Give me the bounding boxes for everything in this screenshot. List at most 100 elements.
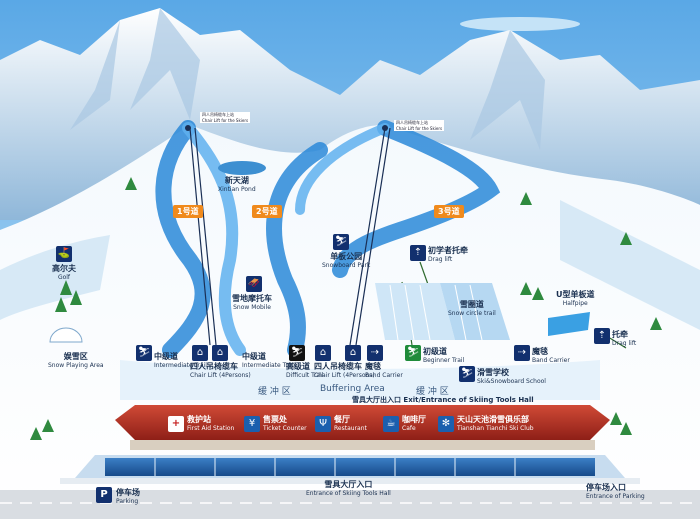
halfpipe-label: U型单板道 Halfpipe [556,290,595,307]
snow-play-label-en: Snow Playing Area [48,362,104,369]
band-carrier-mid-icon[interactable]: ⇢ [367,345,383,361]
drag-lift-beginner-label-en: Drag lift [428,256,453,263]
chair-lift-left-icon[interactable]: ⌂ [192,345,208,361]
chair-lift-left-label-cn: 四人吊椅缆车 [190,362,238,371]
drag-lift-right-label: 托牵 Drag lift [612,330,636,347]
chair-lift-right-label: 四人吊椅缆车 Chair Lift (4Persons) [314,362,375,379]
ticket-counter-label-en: Ticket Counter [263,425,307,432]
parking-label: 停车场 Parking [116,488,140,505]
xintian-pond-label-en: Xintian Pond [218,186,256,193]
restaurant-item[interactable]: Ψ 餐厅 Restaurant [315,415,367,432]
first-aid-item[interactable]: + 救护站 First Aid Station [168,415,234,432]
drag-lift-beginner-label-cn: 初学者托牵 [428,246,468,255]
snow-mobile-label: 雪地摩托车 Snow Mobile [232,294,272,311]
snow-mobile-icon[interactable]: 🛷 [246,276,262,292]
drag-lift-beginner-label: 初学者托牵 Drag lift [428,246,468,263]
intermediate-trail-label-cn: 中级道 [154,352,178,361]
chair-lift-right-icon-2[interactable]: ⌂ [345,345,361,361]
snow-mobile-label-en: Snow Mobile [233,304,271,311]
restaurant-label-cn: 餐厅 [334,415,350,424]
buffer-label-left: 缓 冲 区 [258,387,291,397]
parking-icon[interactable]: P [96,487,112,503]
intermediate-trail-2-label-en: Intermediate Trail [242,362,295,369]
halfpipe-shape [548,312,590,336]
chair-lift-left-label-en: Chair Lift (4Persons) [190,372,251,379]
beginner-trail-label: 初级道 Beginner Trail [423,347,464,364]
buffer-label-right: 缓 冲 区 [416,387,449,397]
drag-lift-beginner-icon[interactable]: ⇡ [410,245,426,261]
chair-lift-right-label-cn: 四人吊椅缆车 [314,362,362,371]
beginner-trail-label-cn: 初级道 [423,347,447,356]
trail-tag-1[interactable]: 1号道 [173,205,203,218]
ski-club-label: 天山天池滑雪俱乐部 Tianshan Tianchi Ski Club [457,415,534,432]
ski-club-item[interactable]: ✻ 天山天池滑雪俱乐部 Tianshan Tianchi Ski Club [438,415,534,432]
first-aid-label: 救护站 First Aid Station [187,415,234,432]
ski-school-icon[interactable]: ⛷ [459,366,475,382]
band-carrier-right-label-en: Band Carrier [532,357,570,364]
entrance-label-en: Entrance of Skiing Tools Hall [306,490,391,497]
ticket-icon: ¥ [244,415,260,432]
right-peak-label-cn: 四人吊椅缆车上站 [396,120,428,125]
cafe-label-cn: 咖啡厅 [402,415,426,424]
snow-circle-label: 雪圈道 Snow circle trail [448,300,496,317]
entrance-parking-label-cn: 停车场入口 [586,483,626,492]
restaurant-label: 餐厅 Restaurant [334,415,367,432]
cafe-label-en: Cafe [402,425,416,432]
right-peak-label-en: Chair Lift for the Skiers [396,126,443,131]
chair-lift-lines [189,127,391,346]
right-ridge [560,200,700,330]
first-aid-label-cn: 救护站 [187,415,211,424]
band-carrier-mid-label-en: Band Carrier [365,372,403,379]
cafe-label: 咖啡厅 Cafe [402,415,426,432]
golf-label-en: Golf [57,274,71,281]
xintian-pond-label-cn: 新天湖 [224,176,249,185]
parking-label-cn: 停车场 [116,488,140,497]
beginner-trail-icon[interactable]: ⛷ [405,345,421,361]
ticket-counter-label-cn: 售票处 [263,415,287,424]
golf-icon[interactable]: ⛳ [56,246,72,262]
ticket-counter-item[interactable]: ¥ 售票处 Ticket Counter [244,415,307,432]
snowboard-park-icon[interactable]: ⛷ [333,234,349,250]
chair-lift-left-icon-2[interactable]: ⌂ [212,345,228,361]
chair-lift-right-icon[interactable]: ⌂ [315,345,331,361]
intermediate-trail-icon[interactable]: ⛷ [136,345,152,361]
ticket-counter-label: 售票处 Ticket Counter [263,415,307,432]
snowboard-park-label: 单板公园 Snowboard Park [322,252,370,269]
band-carrier-mid-label: 魔毯 Band Carrier [365,362,403,379]
beginner-trail-label-en: Beginner Trail [423,357,465,364]
road [0,490,700,519]
entrance-parking-label: 停车场入口 Entrance of Parking [586,483,645,500]
ski-club-icon: ✻ [438,415,454,432]
entrance-label-cn: 雪具大厅入口 [324,480,373,489]
restaurant-icon: Ψ [315,415,331,432]
snow-circle-label-cn: 雪圈道 [459,300,484,309]
igloo [49,327,83,343]
difficult-trail-icon[interactable]: ⛷ [289,345,305,361]
band-carrier-right-label: 魔毯 Band Carrier [532,347,570,364]
trail-tag-3[interactable]: 3号道 [434,205,464,218]
snow-circle-label-en: Snow circle trail [448,310,496,317]
snow-circle-trail [375,283,510,341]
drag-lift-right-label-cn: 托牵 [612,330,628,339]
snow-mobile-label-cn: 雪地摩托车 [232,294,272,303]
difficult-trail-label-en: Difficult Trail [286,372,324,379]
band-carrier-right-icon[interactable]: ⇢ [514,345,530,361]
intermediate-trail-2-label: 中级道 Intermediate Trail [242,352,295,369]
band-carrier-right-label-cn: 魔毯 [532,347,548,356]
drag-lift-right-icon[interactable]: ⇡ [594,328,610,344]
difficult-trail-label-cn: 高级道 [286,362,310,371]
trail-tag-2[interactable]: 2号道 [252,205,282,218]
halfpipe-label-cn: U型单板道 [556,290,595,299]
drag-lift-right-label-en: Drag lift [612,340,637,347]
ski-club-label-en: Tianshan Tianchi Ski Club [457,425,534,432]
left-peak-label: 四人吊椅缆车上站 Chair Lift for the Skiers [200,112,251,123]
golf-label-cn: 高尔夫 [52,264,76,273]
cafe-item[interactable]: ☕ 咖啡厅 Cafe [383,415,426,432]
cafe-icon: ☕ [383,415,399,432]
entrance-parking-label-en: Entrance of Parking [586,493,645,500]
entrance-label: 雪具大厅入口 Entrance of Skiing Tools Hall [306,480,391,497]
cloud [460,17,580,31]
intermediate-trail-2-label-cn: 中级道 [242,352,266,361]
buffer-label-center: Buffering Area [320,384,385,394]
